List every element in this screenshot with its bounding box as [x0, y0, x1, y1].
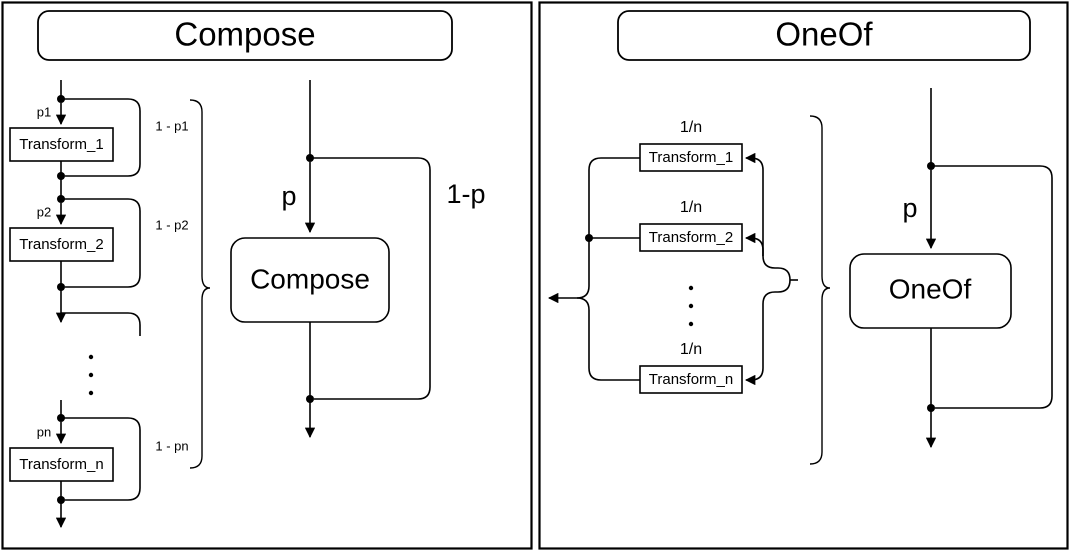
title-box-compose — [37, 10, 453, 61]
compose-node-label-n: Transform_n — [19, 456, 103, 473]
oneof-output-merge-1 — [576, 157, 640, 299]
compose-ellipsis-dot-2 — [88, 372, 94, 378]
oneof-output-merge-n — [576, 297, 640, 381]
oneof-skip-path — [931, 165, 1053, 409]
panel-oneof: OneOf Transform_1 1/n Transform_2 1/n Tr… — [538, 1, 1069, 550]
oneof-take-prob-label: p — [902, 193, 917, 223]
compose-take-prob-label: p — [281, 181, 296, 211]
compose-prob-label-n: pn — [37, 424, 51, 439]
panel-compose-title-text: Compose — [174, 16, 315, 53]
compose-abstract: p 1-p Compose — [230, 80, 486, 439]
compose-skip-path — [310, 157, 431, 400]
oneof-input-branch-1 — [744, 152, 791, 281]
oneof-node-label-2: Transform_2 — [649, 229, 733, 246]
oneof-group-brace — [809, 115, 831, 465]
compose-skip-prob-label: 1-p — [446, 179, 485, 209]
compose-bypass-path-1 — [61, 98, 141, 177]
panel-oneof-title-text: OneOf — [775, 16, 873, 53]
oneof-ellipsis-dot-3 — [688, 321, 694, 327]
compose-prob-label-2: p2 — [37, 204, 51, 219]
compose-prob-label-1: p1 — [37, 104, 51, 119]
oneof-ellipsis-dot-2 — [688, 303, 694, 309]
panel-compose: Compose Transform_1 p1 1 - p1 Transform_… — [1, 1, 533, 550]
panel-oneof-title: OneOf — [617, 10, 1031, 61]
compose-bypass-label-n: 1 - pn — [155, 438, 188, 453]
compose-node-box-2 — [9, 227, 114, 262]
oneof-node-box-2 — [639, 223, 743, 252]
compose-bypass-path-2 — [61, 198, 141, 288]
oneof-abstract-box-label: OneOf — [889, 273, 972, 304]
title-box-oneof — [617, 10, 1031, 61]
oneof-node-box-n — [639, 365, 743, 394]
oneof-node-box-1 — [639, 143, 743, 172]
oneof-prob-label-n: 1/n — [680, 341, 702, 358]
compose-node-label-1: Transform_1 — [19, 136, 103, 153]
compose-node-box-n — [9, 447, 114, 482]
compose-node-box-1 — [9, 127, 114, 162]
oneof-ellipsis-dot-1 — [688, 285, 694, 291]
compose-chain: Transform_1 p1 1 - p1 Transform_2 p2 1 -… — [9, 80, 189, 529]
compose-bypass-label-2: 1 - p2 — [155, 217, 188, 232]
compose-node-label-2: Transform_2 — [19, 236, 103, 253]
compose-bypass-path-n — [61, 417, 141, 501]
oneof-node-label-n: Transform_n — [649, 371, 733, 388]
panel-compose-title: Compose — [37, 10, 453, 61]
oneof-prob-label-1: 1/n — [680, 119, 702, 136]
compose-abstract-box-label: Compose — [250, 263, 370, 294]
oneof-prob-label-2: 1/n — [680, 199, 702, 216]
oneof-choice: Transform_1 1/n Transform_2 1/n Transfor… — [547, 119, 798, 394]
oneof-node-label-1: Transform_1 — [649, 149, 733, 166]
compose-ellipsis-bypass — [61, 312, 141, 336]
compose-ellipsis-dot-3 — [88, 390, 94, 396]
compose-group-brace — [189, 99, 211, 469]
oneof-abstract: p OneOf — [849, 88, 1053, 449]
oneof-input-branch-2 — [744, 232, 764, 256]
oneof-output-junction-dot — [585, 234, 593, 242]
compose-bypass-label-1: 1 - p1 — [155, 118, 188, 133]
compose-ellipsis-dot-1 — [88, 354, 94, 360]
oneof-input-branch-n — [744, 279, 791, 386]
